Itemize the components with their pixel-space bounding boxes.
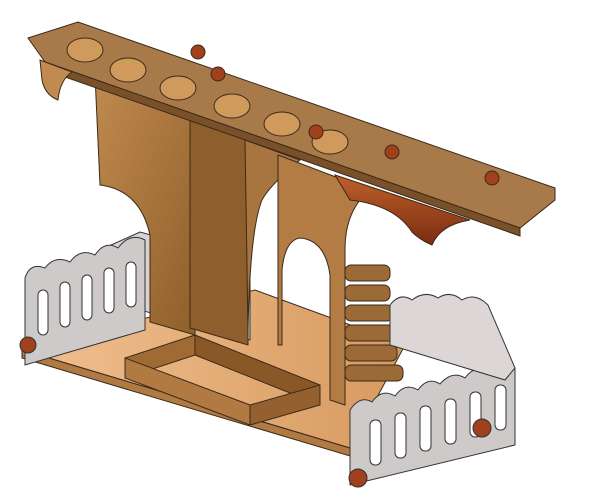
fence-side-right: [389, 294, 516, 381]
right-arch-board: [277, 154, 371, 406]
corner-peg-left: [19, 336, 37, 354]
corner-peg-right: [472, 418, 492, 438]
fence-front-left: [24, 236, 146, 366]
roof-right-bracket: [333, 174, 471, 246]
center-board: [189, 119, 249, 346]
corner-peg-front: [348, 468, 368, 488]
fence-front-right: [349, 363, 516, 486]
roof-left-bracket: [39, 59, 74, 101]
roof-pegs: [190, 44, 500, 186]
seed-tray: [124, 334, 321, 426]
back-pillar-board: [94, 74, 196, 336]
log-stack: [344, 264, 404, 382]
